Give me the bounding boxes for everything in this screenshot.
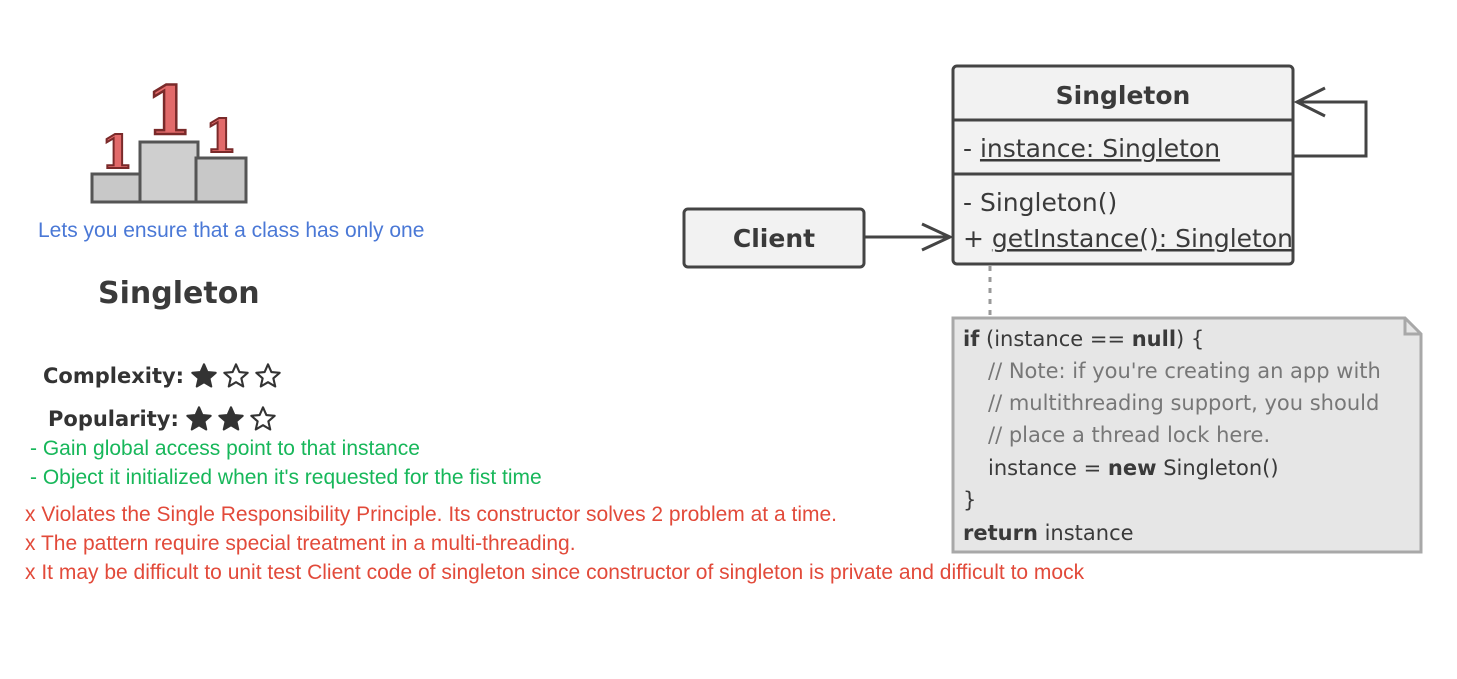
- note-comment-3: // place a thread lock here.: [988, 423, 1270, 447]
- podium-digit-left: 1: [101, 125, 133, 179]
- field-prefix: -: [963, 134, 980, 163]
- client-label: Client: [733, 224, 815, 253]
- svg-text:if (instance == null) {: if (instance == null) {: [963, 327, 1204, 351]
- svg-text:instance = new Singleton(): instance = new Singleton(): [988, 456, 1279, 480]
- star-filled-icon: [191, 363, 217, 388]
- singleton-class-box: Singleton - instance: Singleton - Single…: [951, 64, 1295, 266]
- note-close-brace: }: [963, 488, 976, 512]
- client-arrowhead: [921, 222, 954, 252]
- note-if-keyword: if: [963, 327, 980, 351]
- popularity-rating: Popularity:: [48, 405, 281, 433]
- complexity-rating: Complexity:: [43, 362, 286, 390]
- podium-illustration: 1 1 1: [90, 71, 248, 204]
- get-instance-method: getInstance(): Singleton: [992, 224, 1293, 253]
- svg-text:return instance: return instance: [963, 521, 1134, 545]
- star-empty-icon: [250, 406, 276, 431]
- note-null-keyword: null: [1132, 327, 1176, 351]
- client-class-box: Client: [682, 207, 866, 269]
- method-prefix: +: [963, 224, 992, 253]
- complexity-stars: [190, 362, 286, 390]
- complexity-label: Complexity:: [43, 364, 185, 388]
- star-empty-icon: [223, 363, 249, 388]
- singleton-class-name: Singleton: [1056, 81, 1191, 110]
- svg-text:+ getInstance(): Singleton: + getInstance(): Singleton: [963, 224, 1293, 253]
- constructor-method: - Singleton(): [963, 188, 1117, 217]
- star-filled-icon: [186, 406, 212, 431]
- podium-digit-right: 1: [205, 109, 237, 163]
- tagline: Lets you ensure that a class has only on…: [38, 219, 425, 242]
- note-comment-2: // multithreading support, you should: [988, 391, 1379, 415]
- pro-item-2: - Object it initialized when it's reques…: [30, 466, 542, 489]
- con-item-2: x The pattern require special treatment …: [25, 532, 576, 555]
- instance-field: instance: Singleton: [980, 134, 1220, 163]
- pattern-title: Singleton: [98, 276, 260, 311]
- star-filled-icon: [218, 406, 244, 431]
- pro-item-1: - Gain global access point to that insta…: [30, 437, 420, 460]
- note-comment-1: // Note: if you're creating an app with: [988, 359, 1381, 383]
- svg-text:- instance: Singleton: - instance: Singleton: [963, 134, 1220, 163]
- popularity-stars: [185, 405, 281, 433]
- note-return-keyword: return: [963, 521, 1038, 545]
- code-note: if (instance == null) { // Note: if you'…: [951, 316, 1423, 554]
- note-new-keyword: new: [1108, 456, 1157, 480]
- self-association-line: [1293, 100, 1368, 158]
- popularity-label: Popularity:: [48, 407, 179, 431]
- con-item-3: x It may be difficult to unit test Clien…: [25, 561, 1085, 584]
- podium-digit-center: 1: [146, 72, 192, 150]
- star-empty-icon: [255, 363, 281, 388]
- con-item-1: x Violates the Single Responsibility Pri…: [25, 503, 837, 526]
- self-association-arrowhead: [1293, 86, 1326, 118]
